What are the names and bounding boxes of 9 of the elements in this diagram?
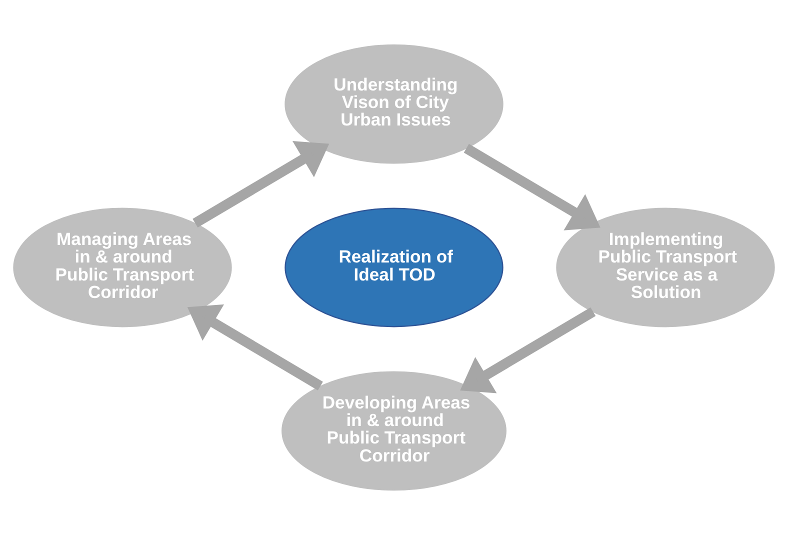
node-ellipse: Implementing Public Transport Service as a Solution bbox=[556, 208, 775, 328]
node-ellipse: Realization of Ideal TOD bbox=[284, 208, 504, 328]
node-ellipse: Understanding Vison of City Urban Issues bbox=[284, 44, 504, 164]
node-ellipse: Managing Areas in & around Public Transport Corridor bbox=[13, 208, 232, 328]
arrow bbox=[187, 304, 323, 390]
arrow bbox=[464, 144, 600, 230]
node-ellipse: Developing Areas in & around Public Transport Corridor bbox=[282, 371, 506, 491]
arrow bbox=[460, 307, 596, 394]
arrow bbox=[192, 141, 330, 228]
